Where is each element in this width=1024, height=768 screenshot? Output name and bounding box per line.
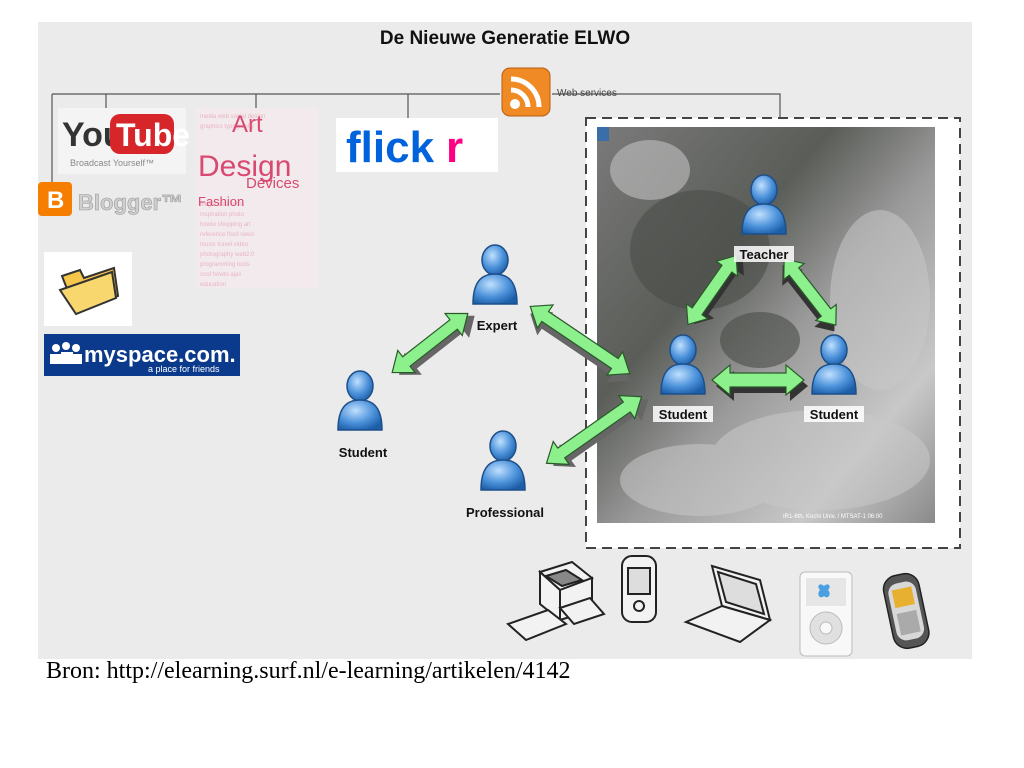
- youtube-slogan: Broadcast Yourself™: [70, 158, 154, 168]
- label-student-mid: Student: [659, 407, 708, 422]
- tag-fashion: Fashion: [198, 194, 244, 209]
- blogger-text: Blogger™: [78, 190, 183, 215]
- flickr-text-blue: flick: [346, 123, 435, 172]
- label-student-right: Student: [810, 407, 859, 422]
- tag-design: Design: [198, 150, 291, 183]
- label-expert: Expert: [477, 318, 518, 333]
- svg-text:graphics typography: graphics typography: [200, 124, 254, 130]
- svg-text:programming tools: programming tools: [200, 262, 250, 268]
- node-professional: Professional: [466, 430, 544, 520]
- node-student-right: Student: [804, 334, 864, 422]
- rss-icon: [501, 67, 551, 117]
- arrow-student-student: [711, 363, 808, 401]
- tag-art: Art: [232, 111, 263, 138]
- youtube-tube-text: Tube: [116, 117, 190, 153]
- youtube-logo: You Tube Broadcast Yourself™: [58, 108, 190, 174]
- arrow-expert-studentmid: [529, 304, 631, 383]
- node-teacher: Teacher: [734, 174, 794, 262]
- svg-text:B: B: [47, 187, 64, 214]
- blogger-logo: B Blogger™: [38, 182, 183, 216]
- label-professional: Professional: [466, 505, 544, 520]
- source-caption: Bron: http://elearning.surf.nl/e-learnin…: [46, 658, 571, 684]
- myspace-logo: myspace.com. a place for friends: [44, 334, 240, 376]
- pda-icon: [621, 555, 657, 623]
- arrow-teacher-studentright: [782, 258, 837, 332]
- person-icon: [337, 370, 383, 431]
- blogger-icon: B: [38, 182, 72, 216]
- arrow-expert-student: [391, 312, 475, 375]
- laptop-icon: [683, 564, 773, 644]
- relation-arrows: [391, 254, 837, 468]
- desktop-computer-icon: [506, 560, 606, 642]
- diagram-title: De Nieuwe Generatie ELWO: [379, 28, 631, 49]
- ipod-icon: [799, 571, 853, 657]
- svg-text:music travel video: music travel video: [200, 242, 249, 248]
- flickr-text-pink: r: [446, 123, 463, 172]
- web-services-label: Web services: [557, 88, 617, 99]
- folder-icon: [44, 252, 132, 326]
- svg-text:media web social design: media web social design: [200, 114, 265, 120]
- node-student-mid: Student: [653, 334, 713, 422]
- myspace-slogan: a place for friends: [148, 364, 220, 374]
- tag-cloud: media web social design graphics typogra…: [196, 108, 318, 288]
- svg-text:blog media tools: blog media tools: [200, 202, 244, 208]
- svg-text:education: education: [200, 282, 226, 288]
- node-expert: Expert: [472, 244, 518, 333]
- svg-text:howto shopping art: howto shopping art: [200, 222, 251, 228]
- myspace-text: myspace.com.: [84, 342, 236, 367]
- svg-text:photography web2.0: photography web2.0: [200, 252, 255, 258]
- node-student-left: Student: [337, 370, 388, 460]
- svg-text:reference food news: reference food news: [200, 232, 254, 238]
- tag-devices: Devices: [246, 175, 299, 192]
- mobile-phone-icon: [882, 572, 930, 650]
- map-footer-text: IR1-6th. Kochi Univ. / MTSAT-1 06:00: [783, 514, 883, 520]
- person-icon: [480, 430, 526, 491]
- person-icon: [472, 244, 518, 305]
- svg-text:cool howto ajax: cool howto ajax: [200, 272, 241, 278]
- svg-text:inspiration photo: inspiration photo: [200, 212, 245, 218]
- flickr-logo: flick r: [336, 118, 498, 172]
- arrow-professional-studentmid: [545, 394, 649, 468]
- label-teacher: Teacher: [740, 247, 789, 262]
- label-student-left: Student: [339, 445, 388, 460]
- service-connectors: [51, 93, 781, 185]
